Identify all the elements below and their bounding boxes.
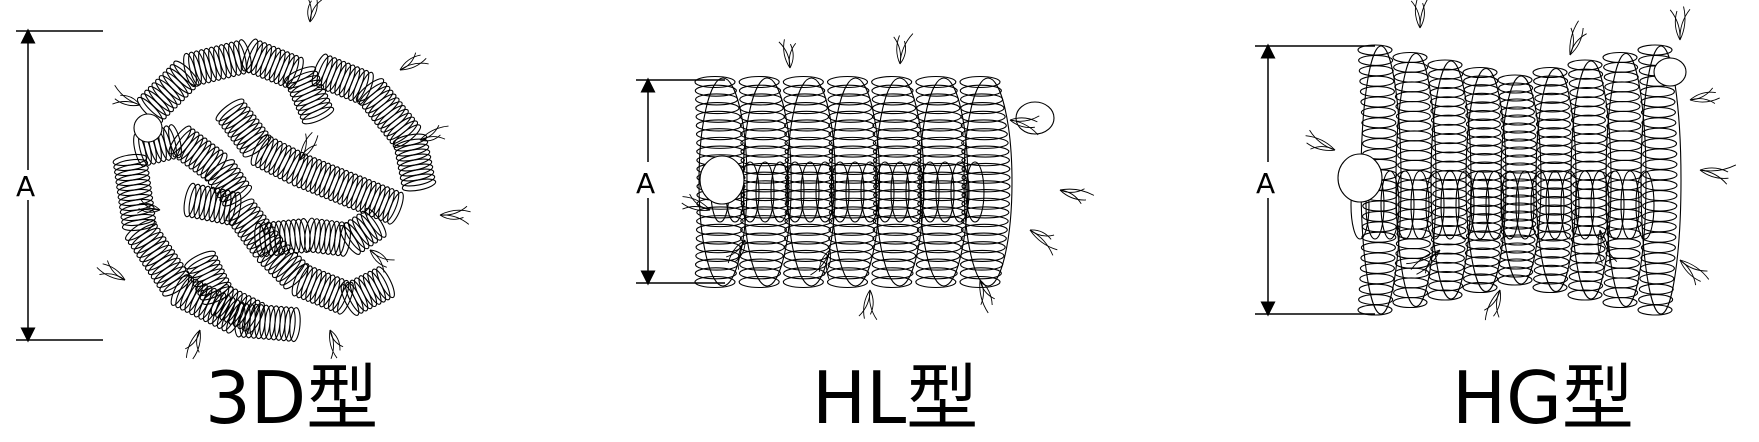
fiber-tuft — [1406, 249, 1441, 275]
fiber-tuft — [307, 0, 323, 23]
coil-hl-drawing — [681, 33, 1095, 321]
fiber-tuft — [299, 131, 319, 161]
coil-hg-drawing — [1305, 0, 1737, 321]
fiber-tuft — [1569, 20, 1587, 56]
coil-loop — [1567, 59, 1612, 301]
fiber-tuft — [726, 239, 746, 270]
fiber-tuft — [810, 249, 832, 280]
figure-hg: A — [1255, 0, 1737, 321]
fiber-tuft — [681, 193, 711, 211]
fiber-tuft — [96, 260, 126, 281]
dimension-a-hl — [636, 77, 725, 286]
fiber-tuft — [329, 329, 344, 359]
coil-segment — [311, 53, 437, 192]
fiber-tuft — [185, 329, 201, 360]
dimension-a-3d — [16, 28, 103, 343]
fiber-tuft — [137, 199, 161, 214]
fiber-tuft — [778, 39, 797, 69]
fiber-tuft — [1679, 259, 1710, 286]
dimension-label-a: A — [16, 170, 35, 203]
fiber-tuft — [1595, 229, 1618, 264]
coil-loop — [1427, 59, 1472, 301]
fiber-tuft — [1305, 129, 1336, 151]
fiber-tuft — [1689, 87, 1720, 104]
coil-loop — [1462, 66, 1507, 294]
coil-loop — [915, 75, 969, 289]
fiber-tuft — [112, 85, 141, 107]
fiber-tuft — [419, 125, 449, 142]
coil-loop — [1532, 66, 1577, 294]
type-label-hl: HL型 — [812, 356, 979, 440]
fiber-tuft — [399, 52, 429, 71]
coil-segment — [136, 38, 335, 125]
coil-3d-drawing — [96, 0, 471, 360]
coil-segment — [254, 207, 387, 258]
fiber-tuft — [1699, 164, 1737, 185]
figure-3d: A — [16, 0, 471, 360]
dimension-label-a: A — [1256, 167, 1275, 200]
coil-loop — [782, 75, 836, 289]
fiber-tuft — [1483, 289, 1501, 321]
dimension-label-a: A — [636, 167, 655, 200]
fiber-tuft — [1009, 115, 1040, 136]
type-label-3d: 3D型 — [205, 356, 379, 440]
fiber-tuft — [369, 249, 395, 273]
fiber-tuft — [439, 205, 471, 225]
coil-segment — [215, 98, 404, 225]
coil-segment — [184, 250, 265, 334]
fiber-tuft — [893, 33, 914, 65]
coil-loop — [1392, 51, 1437, 309]
type-label-hg: HG型 — [1452, 356, 1634, 440]
dimension-a-hg — [1255, 43, 1375, 317]
fiber-tuft — [1029, 229, 1058, 256]
coil-loop — [959, 75, 1013, 289]
fiber-tuft — [858, 289, 878, 321]
fiber-tuft — [1059, 188, 1095, 205]
fiber-tuft — [1410, 0, 1428, 29]
fiber-tuft — [1669, 6, 1691, 41]
fiber-tuft — [979, 279, 995, 314]
figure-hl: A — [636, 33, 1095, 321]
